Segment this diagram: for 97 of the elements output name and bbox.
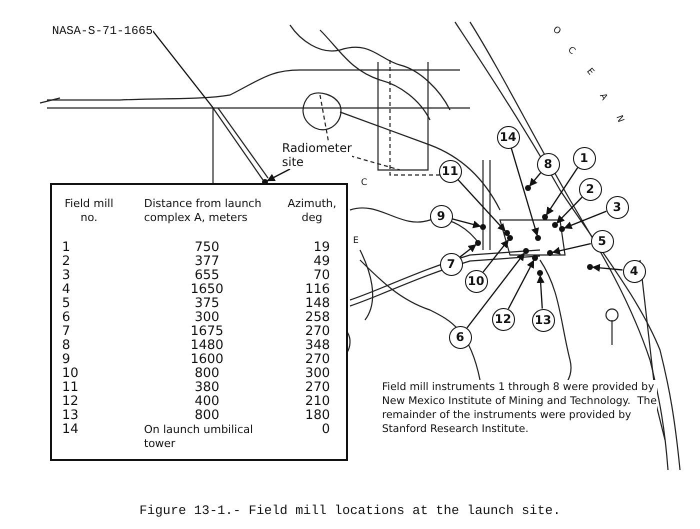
table-cell-text: 19 <box>312 241 330 255</box>
arrow <box>536 275 545 309</box>
table-cell-text: 800 <box>194 409 220 423</box>
site-marker <box>542 214 548 220</box>
table-cell-text: 2 <box>62 255 72 269</box>
table-cell-text: 1 <box>62 241 72 255</box>
table-cell-text: 0 <box>320 423 330 437</box>
table-cell-text: 270 <box>304 381 330 395</box>
callout-number: 9 <box>430 204 452 228</box>
map-lettering: C <box>361 178 368 188</box>
site-marker <box>523 248 529 254</box>
figure-caption: Figure 13-1.- Field mill locations at the launch site. <box>138 503 562 518</box>
site-marker <box>480 224 486 230</box>
site-marker <box>537 270 543 276</box>
table-cell-text: 1480 <box>189 339 225 353</box>
arrow <box>546 167 578 216</box>
arrow <box>510 148 539 236</box>
table-cell-text: 9 <box>62 353 72 367</box>
table-cell-text: 10 <box>62 367 80 381</box>
table-cell-text: 400 <box>194 395 220 409</box>
arrow <box>457 179 506 232</box>
table-cell-text: 1650 <box>189 283 225 297</box>
table-cell-text: 270 <box>304 325 330 339</box>
table-cell-text: 1600 <box>189 353 225 367</box>
callout-number: 2 <box>578 178 602 200</box>
table-cell-text: 210 <box>304 395 330 409</box>
arrow <box>564 210 607 229</box>
arrow <box>508 260 534 310</box>
table-cell-text: 375 <box>194 297 220 311</box>
arrow <box>552 242 591 255</box>
arrow <box>556 196 582 224</box>
table-cell-text: 800 <box>194 367 220 381</box>
table-cell-text: 7 <box>62 325 72 339</box>
site-marker <box>552 222 558 228</box>
table-cell-text: 70 <box>312 269 330 283</box>
table-cell-text: 4 <box>62 283 72 297</box>
table-cell-text: 14 <box>62 423 80 437</box>
map-lettering: O <box>550 24 562 38</box>
map-lettering: C <box>566 45 577 57</box>
callout-number: 7 <box>440 252 462 276</box>
callout-number: 5 <box>590 230 614 252</box>
site-marker <box>475 240 481 246</box>
callout-number: 11 <box>438 160 462 182</box>
arrow <box>266 168 290 182</box>
arrow <box>482 240 509 272</box>
table-cell-text: 116 <box>304 283 330 297</box>
table-cell-text: 3 <box>62 269 72 283</box>
map-lettering: A <box>597 92 609 102</box>
arrow <box>592 264 623 272</box>
table-cell-text: 8 <box>62 339 72 353</box>
site-marker <box>587 264 593 270</box>
callout-number: 3 <box>606 196 628 218</box>
callout-number: 10 <box>464 270 488 292</box>
arrow <box>529 172 542 186</box>
site-marker <box>525 185 531 191</box>
table-cell-text: 148 <box>304 297 330 311</box>
table-cell-text: 1675 <box>189 325 225 339</box>
table-cell-text: 180 <box>304 409 330 423</box>
column-header: Azimuth, deg <box>286 197 338 225</box>
callout-number: 14 <box>496 126 520 148</box>
site-marker <box>535 235 541 241</box>
callout-number: 6 <box>448 326 472 348</box>
table-cell-text: 300 <box>194 311 220 325</box>
map-lettering: N <box>614 114 626 124</box>
arrow <box>460 244 476 258</box>
table-cell-text: 750 <box>194 241 220 255</box>
callout-number: 12 <box>492 308 514 330</box>
table-cell-text: 12 <box>62 395 80 409</box>
table-cell-text: 11 <box>62 381 80 395</box>
arrow <box>452 218 482 228</box>
column-header: Distance from launch complex A, meters <box>144 197 262 225</box>
callout-number: 8 <box>536 152 560 176</box>
site-label: Radiometer site <box>282 141 352 169</box>
site-marker <box>507 235 513 241</box>
table-cell-text: 270 <box>304 353 330 367</box>
table-cell-text: 655 <box>194 269 220 283</box>
site-marker <box>559 226 565 232</box>
arrow <box>466 252 525 328</box>
table-cell-text: 348 <box>304 339 330 353</box>
map-lettering: E <box>584 66 596 78</box>
leader-line <box>152 30 215 110</box>
column-header: Field mill no. <box>64 197 114 225</box>
callout-number: 1 <box>572 146 596 170</box>
table-cell-text: 300 <box>304 367 330 381</box>
callout-number: 13 <box>532 308 554 332</box>
table-cell-text: 49 <box>312 255 330 269</box>
site-marker <box>504 230 510 236</box>
site-marker <box>547 250 553 256</box>
table-cell-text: 5 <box>62 297 72 311</box>
map-lettering: E <box>353 236 359 246</box>
table-cell-text: 13 <box>62 409 80 423</box>
table-cell-text: On launch umbilical tower <box>144 423 254 451</box>
table-cell-text: 377 <box>194 255 220 269</box>
table-cell-text: 258 <box>304 311 330 325</box>
table-cell-text: 380 <box>194 381 220 395</box>
callout-number: 4 <box>622 260 646 282</box>
table-cell-text: 6 <box>62 311 72 325</box>
